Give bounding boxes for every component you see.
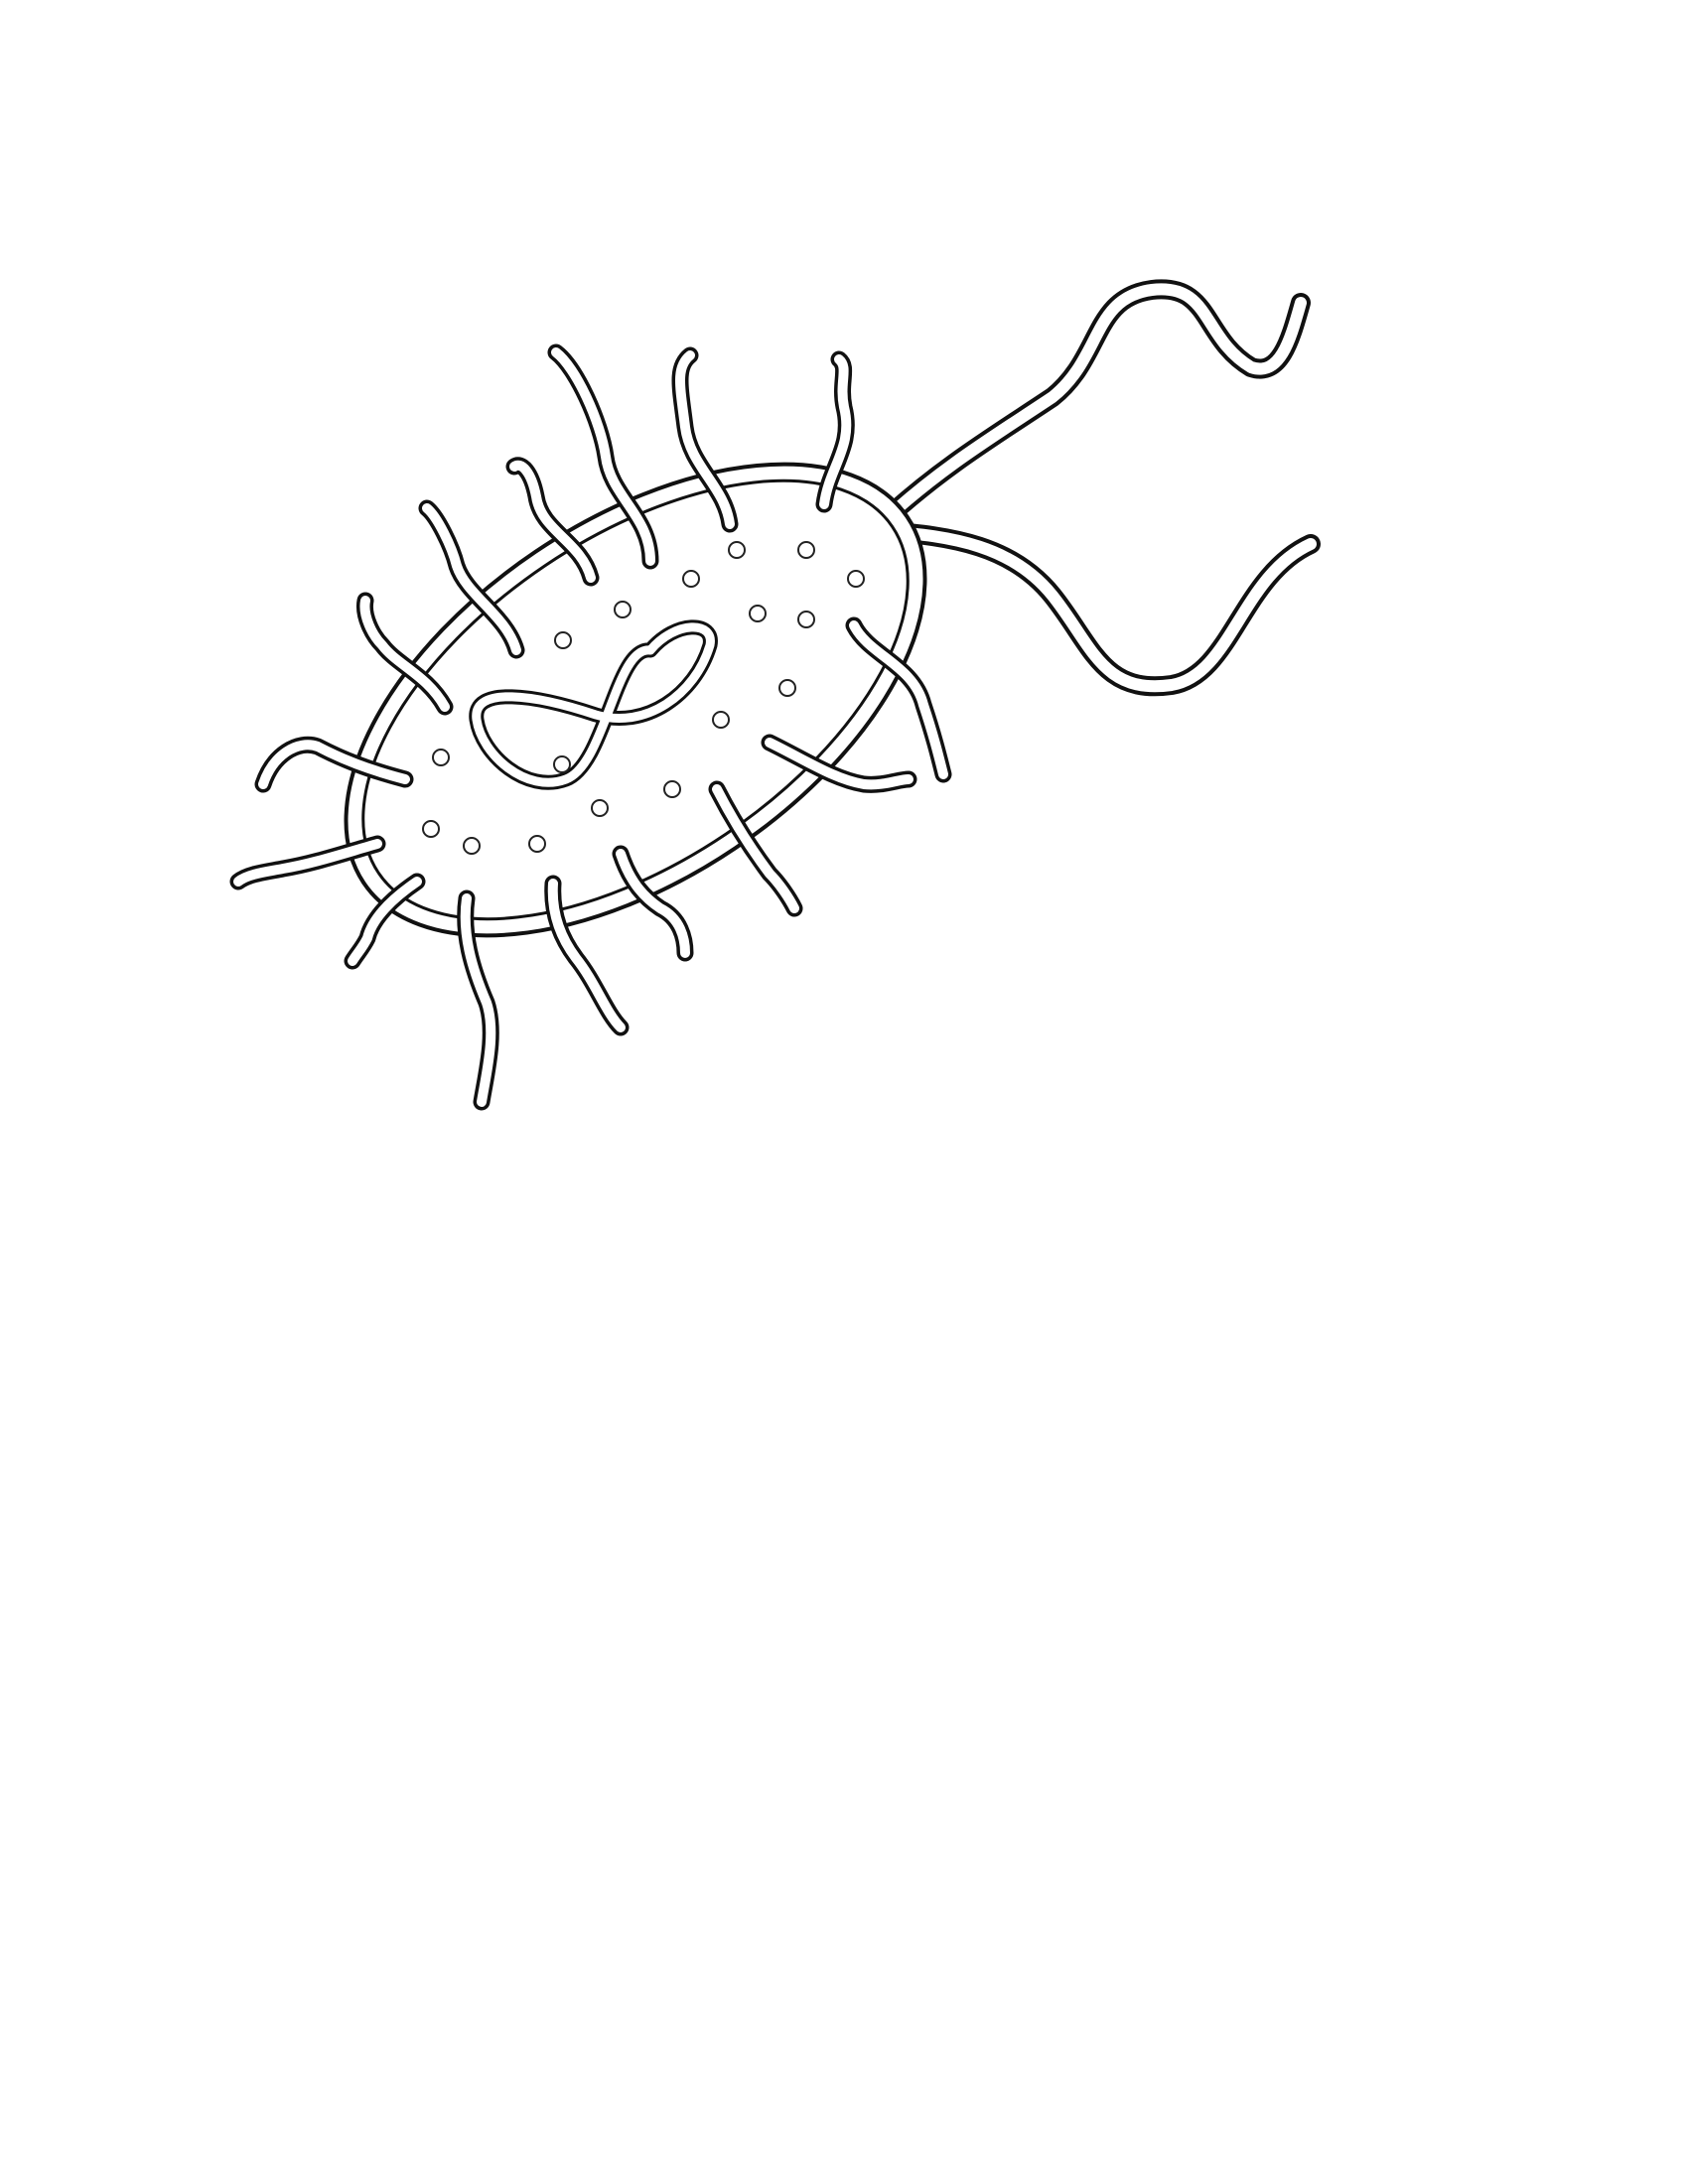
pilus: [229, 835, 386, 890]
pilus: [761, 734, 917, 793]
ribosome: [422, 820, 440, 838]
pilus: [612, 845, 694, 962]
pilus: [671, 346, 739, 533]
ribosome: [432, 749, 450, 766]
flagella: [874, 279, 1321, 697]
cell-membrane: [361, 478, 910, 921]
pilus: [457, 889, 499, 1111]
ribosome: [614, 601, 632, 618]
pilus: [547, 343, 659, 570]
pilus: [708, 780, 803, 917]
ribosome: [591, 799, 609, 817]
pilus: [845, 616, 952, 783]
ribosome: [797, 611, 815, 628]
ribosome: [463, 837, 481, 855]
ribosome: [797, 541, 815, 559]
pilus: [505, 457, 600, 587]
ribosome: [663, 780, 681, 798]
ribosome: [847, 570, 865, 588]
ribosome: [712, 711, 730, 729]
ribosomes: [422, 541, 865, 855]
pilus: [418, 499, 525, 659]
ribosome: [528, 835, 546, 853]
pilus: [254, 736, 414, 793]
nucleoid: [469, 619, 718, 790]
cell-body: [344, 462, 927, 938]
flagellum-upper: [879, 279, 1311, 526]
pili: [229, 343, 952, 1111]
ribosome: [554, 631, 572, 649]
ribosome: [778, 679, 796, 697]
ribosome: [728, 541, 746, 559]
pilus: [815, 350, 855, 513]
ribosome: [553, 755, 571, 773]
flagellum-lower: [874, 521, 1321, 697]
ribosome: [682, 570, 700, 588]
pilus: [344, 873, 426, 970]
ribosome: [749, 605, 767, 622]
pilus: [355, 592, 454, 716]
pilus: [544, 875, 630, 1036]
